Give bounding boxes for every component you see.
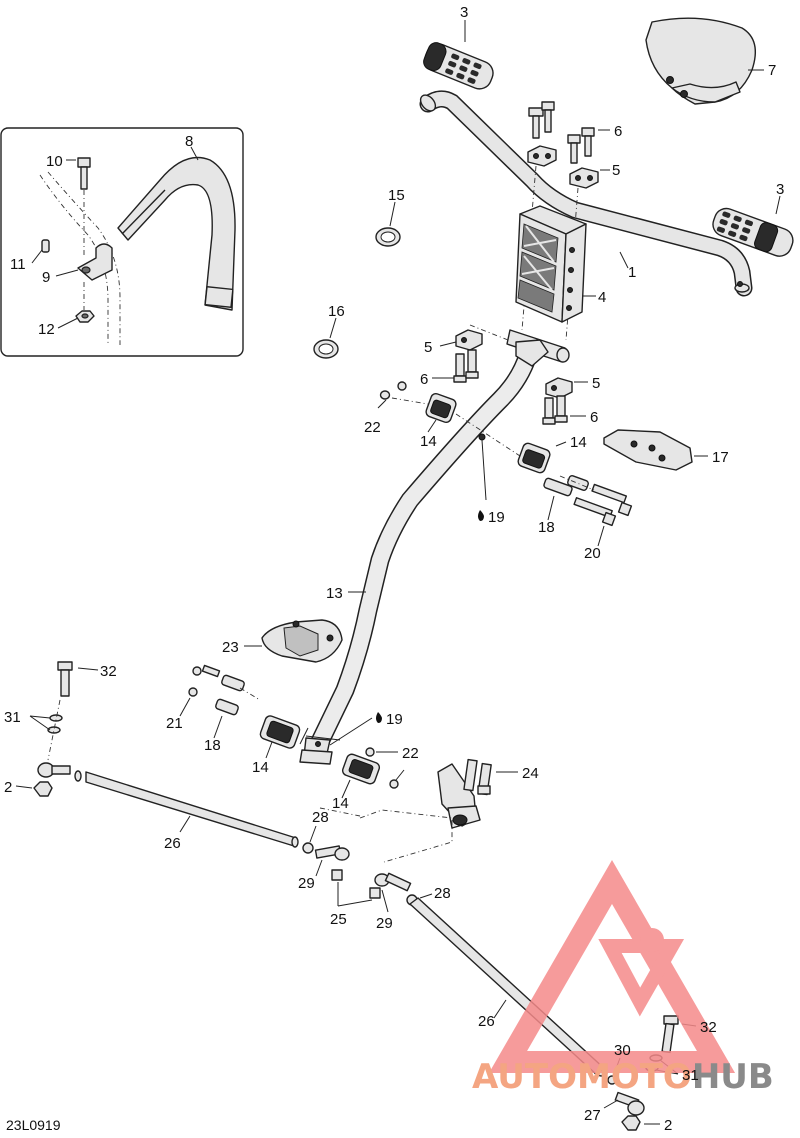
spacers-25: [331, 869, 381, 899]
spacer-18-upper: [543, 475, 589, 497]
callout: 28: [312, 809, 329, 826]
callout: 8: [185, 133, 193, 150]
washer-16-icon: [313, 339, 339, 359]
clamp-9: [77, 243, 113, 281]
bolt-32-left: [47, 661, 73, 734]
callout: 12: [38, 321, 55, 338]
callout: 14: [332, 795, 349, 812]
callout: 28: [434, 885, 451, 902]
callout: 31: [682, 1067, 699, 1084]
callout: 3: [776, 181, 784, 198]
watermark-text: AUTOMOTOHUB: [472, 1057, 774, 1097]
callout: 17: [712, 449, 729, 466]
hoop-tube-8: [117, 156, 236, 311]
callout: 2: [664, 1117, 672, 1134]
bushing-14-upper-right: [517, 442, 551, 474]
callout: 22: [402, 745, 419, 762]
callout: 19: [386, 711, 403, 728]
bracket-17: [603, 429, 693, 471]
pin-11-icon: [41, 239, 50, 253]
nut-28-left-icon: [302, 842, 314, 854]
callout: 18: [538, 519, 555, 536]
callout: 25: [330, 911, 347, 928]
callout: 6: [614, 123, 622, 140]
bushing-14-lower-left: [259, 715, 301, 749]
handlebar-1: [419, 90, 753, 297]
callout: 20: [584, 545, 601, 562]
upper-clamp-bolts-6: [528, 101, 595, 164]
callout: 6: [590, 409, 598, 426]
pitman-arm-24: [437, 758, 492, 829]
callout: 14: [420, 433, 437, 450]
callout: 1: [628, 264, 636, 281]
detail-inset: [0, 127, 244, 357]
callout: 14: [252, 759, 269, 776]
nut-12-icon: [75, 282, 95, 323]
callout: 11: [10, 256, 26, 273]
tie-rod-end-29-right: [374, 872, 412, 892]
bar-pad-7: [645, 17, 756, 105]
grip-3-top: [423, 42, 494, 90]
callout: 24: [522, 765, 539, 782]
callout: 29: [376, 915, 393, 932]
callout: 32: [700, 1019, 717, 1036]
callout: 29: [298, 875, 315, 892]
bushing-14-lower-right: [341, 747, 399, 789]
tie-rod-end-27: [614, 1091, 645, 1131]
grip-3-right: [712, 207, 794, 257]
callout: 32: [100, 663, 117, 680]
callout: 30: [614, 1042, 631, 1059]
bolt-20: [573, 483, 633, 527]
callout: 22: [364, 419, 381, 436]
callout: 2: [4, 779, 12, 796]
watermark-part1: AUTO: [472, 1057, 577, 1097]
callouts: 3 7 8 10 11 9 12 6 5 15 3 1 4 16 5 6 5 6…: [4, 4, 784, 1134]
watermark-part3: HUB: [692, 1057, 774, 1097]
washer-15-icon: [375, 227, 401, 247]
callout: 23: [222, 639, 239, 656]
upper-clamps-5: [527, 145, 599, 189]
callout: 14: [570, 434, 587, 451]
callout: 7: [768, 62, 776, 79]
bolt-10-icon: [77, 157, 91, 190]
callout: 21: [166, 715, 183, 732]
callout: 5: [592, 375, 600, 392]
callout: 15: [388, 187, 405, 204]
spacer-18-lower: [215, 674, 245, 716]
drawing-code: 23L0919: [6, 1117, 61, 1133]
callout: 19: [488, 509, 505, 526]
watermark-logo: [488, 860, 736, 1073]
callout: 3: [460, 4, 468, 21]
protector-23: [261, 619, 343, 663]
watermark-part2: MOTO: [577, 1057, 692, 1097]
riser-4: [515, 205, 587, 323]
callout: 27: [584, 1107, 601, 1124]
callout: 5: [612, 162, 620, 179]
grease-drop-icon-19b: [376, 712, 382, 723]
tie-rod-end-left: [33, 762, 71, 797]
lower-bolts-21: [188, 664, 221, 697]
steering-column-13: [299, 329, 570, 765]
grease-drop-icon-19a: [478, 510, 484, 521]
mid-clamps-5: [455, 329, 573, 399]
tie-rod-26-left: [74, 770, 299, 848]
tie-rod-end-29-left: [314, 845, 350, 861]
callout: 26: [164, 835, 181, 852]
nut-30-icon: [607, 1075, 617, 1085]
mid-bolts-6: [453, 349, 568, 425]
callout: 13: [326, 585, 343, 602]
callout: 26: [478, 1013, 495, 1030]
callout: 18: [204, 737, 221, 754]
callout: 16: [328, 303, 345, 320]
bushing-14-upper-left: [379, 381, 457, 424]
callout: 4: [598, 289, 606, 306]
callout: 6: [420, 371, 428, 388]
callout: 9: [42, 269, 50, 286]
callout: 31: [4, 709, 21, 726]
callout: 10: [46, 153, 63, 170]
callout: 5: [424, 339, 432, 356]
